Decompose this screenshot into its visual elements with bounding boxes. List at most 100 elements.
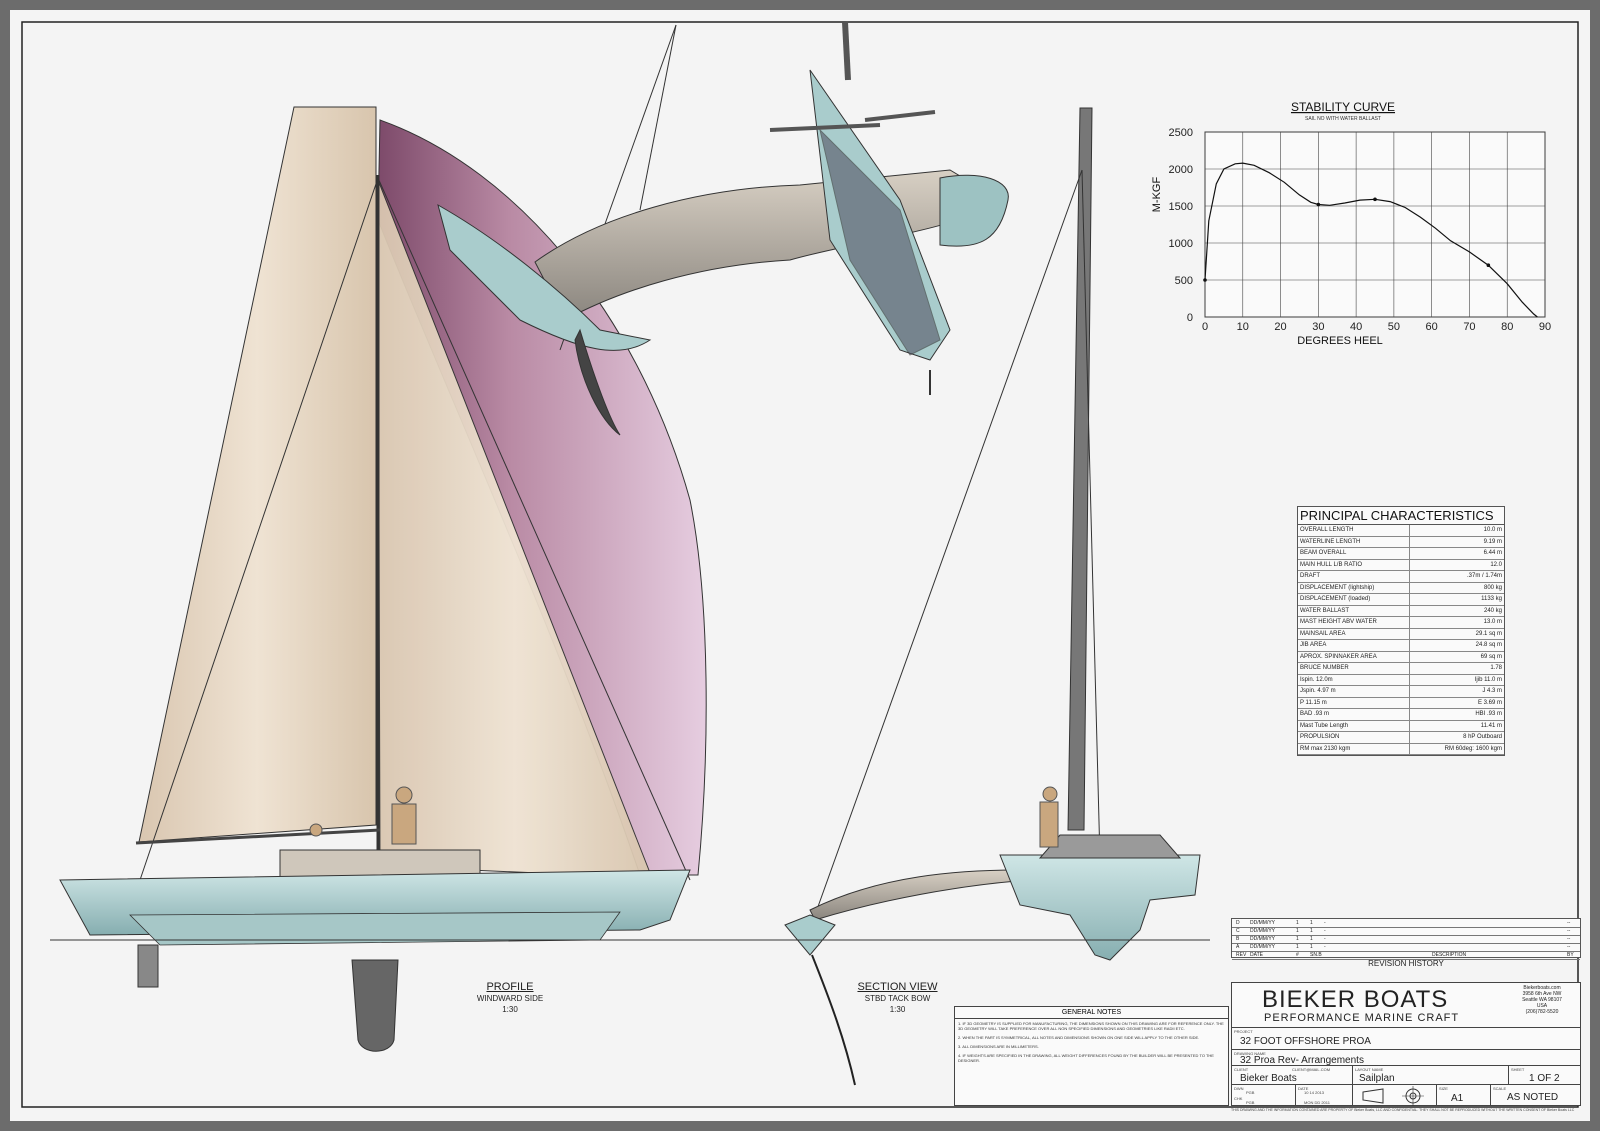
client-label: CLIENT [1234, 1067, 1249, 1072]
characteristic-value: Ijib 11.0 m [1408, 674, 1504, 686]
characteristic-value: 12.0 [1408, 559, 1504, 571]
layout-name: Sailplan [1359, 1073, 1395, 1084]
characteristic-value: E 3.69 m [1408, 697, 1504, 709]
company-block: BIEKER BOATS PERFORMANCE MARINE CRAFT Bi… [1231, 982, 1581, 1028]
stability-curve-point [1316, 202, 1321, 207]
characteristic-value: HBI .93 m [1408, 708, 1504, 721]
chart-x-tick-label: 80 [1501, 321, 1513, 333]
characteristic-row: DISPLACEMENT (loaded)1133 kg [1298, 593, 1504, 606]
characteristic-value: 9.19 m [1408, 536, 1504, 548]
date-label: DATE [1298, 1086, 1309, 1091]
chart-plot-area [1204, 131, 1546, 318]
characteristic-label: P 11.15 m [1298, 697, 1410, 709]
chart-y-axis-label: M-KGF [1151, 177, 1163, 213]
company-name: BIEKER BOATS [1262, 986, 1449, 1013]
characteristic-value: 10.0 m [1408, 525, 1504, 537]
revision-cell: - [1324, 944, 1326, 950]
general-note: 1. IF 3D GEOMETRY IS SUPPLIED FOR MANUFA… [958, 1021, 1224, 1031]
client-name: Bieker Boats [1240, 1073, 1297, 1084]
revision-cell: 1 [1310, 936, 1313, 942]
profile-view-drawing [50, 106, 780, 1052]
characteristic-label: MAIN HULL L/B RATIO [1298, 559, 1410, 571]
scale-label: SCALE [1493, 1086, 1507, 1091]
general-notes-title: GENERAL NOTES [955, 1007, 1228, 1019]
layout-block: LAYOUT NAME Sailplan [1352, 1065, 1509, 1085]
sheet-number: 1 OF 2 [1529, 1073, 1560, 1084]
revision-cell: B [1236, 936, 1240, 942]
size-block: SIZE A1 [1436, 1084, 1491, 1106]
stability-curve-point [1486, 263, 1491, 267]
projection-symbol [1352, 1084, 1437, 1106]
size-label: SIZE [1439, 1086, 1448, 1091]
characteristic-value: RM 60deg: 1600 kgm [1408, 743, 1504, 755]
revision-cell: 1 [1296, 920, 1299, 926]
revision-cell: SN.B [1310, 952, 1322, 958]
stability-curve-line [1204, 162, 1538, 318]
section-view-caption: SECTION VIEW STBD TACK BOW 1:30 [840, 982, 955, 1015]
characteristic-label: RM max 2130 kgm [1298, 743, 1410, 755]
disclaimer: THIS DRAWING AND THE INFORMATION CONTAIN… [1231, 1108, 1575, 1112]
date-block: DATE 10 14 2013 MON DD 2011 [1295, 1084, 1353, 1106]
revision-cell: 1 [1310, 928, 1313, 934]
characteristic-value: 13.0 m [1408, 616, 1504, 629]
revision-cell: - [1324, 928, 1326, 934]
sheet-block: SHEET 1 OF 2 [1508, 1065, 1581, 1085]
revision-cell: - [1324, 920, 1326, 926]
section-view-drawing [780, 107, 1210, 1086]
characteristic-value: 11.41 m [1408, 720, 1504, 732]
characteristic-label: OVERALL LENGTH [1298, 525, 1410, 537]
project-label: PROJECT [1234, 1029, 1253, 1034]
section-float [784, 914, 836, 956]
client-block: CLIENT CLIENT@MAIL.COM Bieker Boats [1231, 1065, 1353, 1085]
chart-subtitle: SAIL NO WITH WATER BALLAST [1305, 116, 1381, 122]
chart-title: STABILITY CURVE [1291, 100, 1395, 114]
revision-cell: 1 [1310, 920, 1313, 926]
checked-by: PGB [1246, 1100, 1255, 1105]
date-drawn: 10 14 2013 [1304, 1090, 1325, 1095]
principal-characteristics-title: PRINCIPAL CHARACTERISTICS [1298, 507, 1504, 525]
address-line: Seattle WA 98107 [1522, 997, 1562, 1003]
section-mast [1067, 107, 1093, 831]
characteristic-label: Mast Tube Length [1298, 720, 1410, 732]
project-name: 32 FOOT OFFSHORE PROA [1240, 1036, 1371, 1047]
characteristic-label: WATER BALLAST [1298, 605, 1410, 617]
profile-view-subtitle: WINDWARD SIDE [476, 994, 544, 1003]
characteristic-label: APROX. SPINNAKER AREA [1298, 651, 1410, 663]
boom [135, 828, 381, 845]
chart-x-tick-label: 40 [1350, 321, 1362, 333]
drawn-by-block: DWN PGB CHK PGB [1231, 1084, 1296, 1106]
characteristic-value: 6.44 m [1408, 547, 1504, 560]
revision-cell: -- [1567, 944, 1571, 950]
drawing-name: 32 Proa Rev- Arrangements [1240, 1055, 1364, 1066]
revision-cell: BY [1567, 952, 1574, 958]
chart-x-axis-label: DEGREES HEEL [1297, 335, 1383, 347]
profile-view-scale: 1:30 [502, 1005, 518, 1014]
characteristic-label: DISPLACEMENT (lightship) [1298, 582, 1410, 594]
client-email: CLIENT@MAIL.COM [1292, 1067, 1331, 1072]
revision-cell: C [1236, 928, 1240, 934]
section-view-title: SECTION VIEW [857, 981, 938, 993]
principal-characteristics-table: PRINCIPAL CHARACTERISTICS OVERALL LENGTH… [1297, 506, 1505, 756]
chart-x-tick-label: 10 [1237, 321, 1249, 333]
scale-block: SCALE AS NOTED [1490, 1084, 1581, 1106]
characteristic-value: 24.8 sq m [1408, 639, 1504, 652]
chart-x-tick-label: 30 [1312, 321, 1324, 333]
chart-x-tick-label: 0 [1202, 321, 1208, 333]
characteristic-value: 1133 kg [1408, 593, 1504, 606]
characteristic-label: BEAM OVERALL [1298, 547, 1410, 560]
